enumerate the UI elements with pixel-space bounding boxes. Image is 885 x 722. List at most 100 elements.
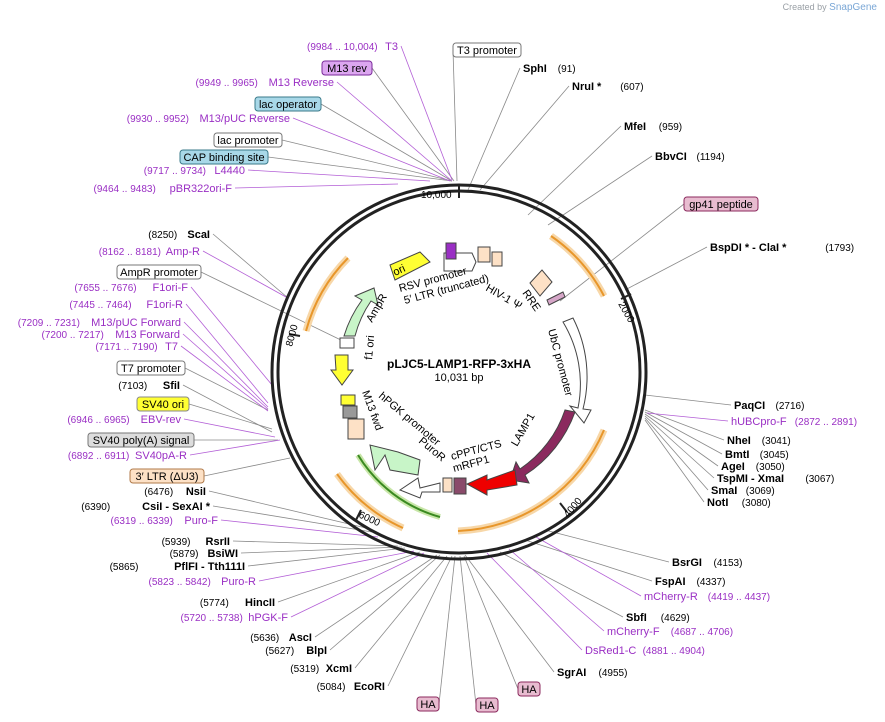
primer-pos-17: (4419 .. 4437) bbox=[708, 592, 770, 603]
enzyme-pos-24: (6390) bbox=[81, 502, 110, 513]
enzyme-pos-25: (6476) bbox=[144, 487, 173, 498]
enzyme-16: EcoRI bbox=[354, 681, 385, 693]
enzyme-24: CsiI - SexAI * bbox=[142, 501, 211, 513]
ltr3-box bbox=[347, 418, 365, 440]
primer-15: hPGK-F bbox=[248, 612, 288, 624]
feature-box-amprpromoter bbox=[116, 264, 202, 280]
enzyme-pos-1: (607) bbox=[620, 82, 643, 93]
feature-box-t3promoter bbox=[452, 42, 522, 58]
primer-pos-2: (9930 .. 9952) bbox=[127, 114, 189, 125]
enzyme-pos-10: (3069) bbox=[746, 486, 775, 497]
enzyme-pos-12: (4153) bbox=[714, 558, 743, 569]
primer-13: Puro-F bbox=[184, 515, 218, 527]
feature-label-lacpromoter: lac promoter bbox=[217, 135, 278, 147]
snapgene-logo: SnapGene bbox=[829, 2, 877, 13]
feature-box-m13rev bbox=[321, 60, 373, 76]
primer-pos-8: (7209 .. 7231) bbox=[18, 318, 80, 329]
feature-box-cap bbox=[179, 149, 269, 165]
enzyme-pos-21: (5865) bbox=[110, 562, 139, 573]
enzyme-22: BsiWI bbox=[207, 548, 238, 560]
primer-4: pBR322ori-F bbox=[170, 183, 233, 195]
feature-box-ltr3 bbox=[129, 468, 205, 484]
lac-stack bbox=[445, 242, 457, 260]
tick-4000: 4000 bbox=[562, 495, 585, 519]
enzyme-21: PflFI - Tth111I bbox=[174, 561, 245, 573]
sv40polya-box bbox=[342, 405, 358, 419]
tick-10000: 10,000 bbox=[421, 190, 452, 201]
ampr-arrow bbox=[343, 287, 379, 337]
primer-pos-1: (9949 .. 9965) bbox=[196, 78, 258, 89]
hiv-label: HIV-1 Ψ bbox=[484, 282, 524, 312]
enzyme-1: NruI * bbox=[572, 81, 602, 93]
feature-label-ha1: HA bbox=[420, 699, 436, 711]
feature-box-lacoperator bbox=[254, 96, 322, 112]
enzyme-pos-11: (3080) bbox=[742, 498, 771, 509]
primer-pos-5: (8162 .. 8181) bbox=[99, 247, 161, 258]
enzyme-pos-15: (4955) bbox=[599, 668, 628, 679]
enzyme-11: NotI bbox=[707, 497, 728, 509]
ha-boxes bbox=[453, 477, 467, 495]
orf-arc-4-line bbox=[305, 257, 349, 332]
primer-8: M13/pUC Forward bbox=[91, 317, 181, 329]
mrfp1-arrow bbox=[465, 469, 518, 496]
enzyme-pos-7: (3045) bbox=[760, 450, 789, 461]
feature-label-sv40ori: SV40 ori bbox=[142, 399, 184, 411]
orf-arc-4 bbox=[302, 255, 351, 332]
enzyme-0: SphI bbox=[523, 63, 547, 75]
enzyme-pos-20: (5774) bbox=[200, 598, 229, 609]
primer-1: M13 Reverse bbox=[269, 77, 334, 89]
feature-label-sv40polya: SV40 poly(A) signal bbox=[93, 435, 190, 447]
enzyme-pos-23: (5939) bbox=[162, 537, 191, 548]
primer-12: SV40pA-R bbox=[135, 450, 187, 462]
primer-5: Amp-R bbox=[166, 246, 200, 258]
enzyme-25: NsiI bbox=[186, 486, 206, 498]
primer-pos-4: (9464 .. 9483) bbox=[94, 184, 156, 195]
enzyme-27: ScaI bbox=[187, 229, 210, 241]
primer-10: T7 bbox=[165, 341, 178, 353]
f1ori-label: f1 ori bbox=[363, 335, 377, 360]
primer-pos-19: (4881 .. 4904) bbox=[643, 646, 705, 657]
cppt-box bbox=[442, 477, 453, 493]
enzyme-26: SfiI bbox=[163, 380, 180, 392]
plasmid-length: 10,031 bp bbox=[435, 372, 484, 384]
primer-pos-14: (5823 .. 5842) bbox=[149, 577, 211, 588]
gp41-box bbox=[546, 291, 566, 306]
feature-box-sv40polya bbox=[87, 432, 195, 448]
enzyme-pos-13: (4337) bbox=[697, 577, 726, 588]
feature-box-sv40ori bbox=[136, 396, 190, 412]
enzyme-pos-4: (1793) bbox=[825, 243, 854, 254]
feature-label-gp41: gp41 peptide bbox=[689, 199, 753, 211]
enzyme-pos-16: (5084) bbox=[317, 682, 346, 693]
feature-box-ha2 bbox=[475, 697, 499, 713]
enzyme-pos-9: (3067) bbox=[805, 474, 834, 485]
f1ori-arrow bbox=[330, 354, 354, 386]
lamp1-label: LAMP1 bbox=[509, 411, 537, 448]
primer-pos-3: (9717 .. 9734) bbox=[144, 166, 206, 177]
primer-pos-0: (9984 .. 10,004) bbox=[307, 42, 378, 53]
enzyme-5: PaqCI bbox=[734, 400, 765, 412]
puror-orf-line bbox=[357, 454, 441, 518]
primer-pos-13: (6319 .. 6339) bbox=[111, 516, 173, 527]
orf-arc-2-line bbox=[457, 429, 605, 532]
primer-pos-12: (6892 .. 6911) bbox=[68, 451, 130, 462]
orf-arc-1-line bbox=[550, 235, 605, 297]
snapgene-credit: Created by SnapGene bbox=[783, 2, 877, 13]
feature-box-gp41 bbox=[683, 196, 759, 212]
enzyme-pos-6: (3041) bbox=[762, 436, 791, 447]
sv40ori-box bbox=[340, 394, 356, 406]
primer-pos-15: (5720 .. 5738) bbox=[181, 613, 243, 624]
primer-11: EBV-rev bbox=[141, 414, 182, 426]
enzyme-pos-14: (4629) bbox=[661, 613, 690, 624]
primer-2: M13/pUC Reverse bbox=[200, 113, 290, 125]
primer-19: DsRed1-C bbox=[585, 645, 636, 657]
hpgk-label: hPGK promoter bbox=[376, 390, 443, 449]
enzyme-pos-19: (5636) bbox=[250, 633, 279, 644]
feature-label-cap: CAP binding site bbox=[183, 152, 264, 164]
enzyme-9: TspMI - XmaI bbox=[717, 473, 784, 485]
enzyme-7: BmtI bbox=[725, 449, 749, 461]
enzyme-pos-0: (91) bbox=[558, 64, 576, 75]
primer-0: T3 bbox=[385, 41, 398, 53]
feature-label-t7promoter: T7 promoter bbox=[121, 363, 181, 375]
primer-pos-11: (6946 .. 6965) bbox=[67, 415, 129, 426]
